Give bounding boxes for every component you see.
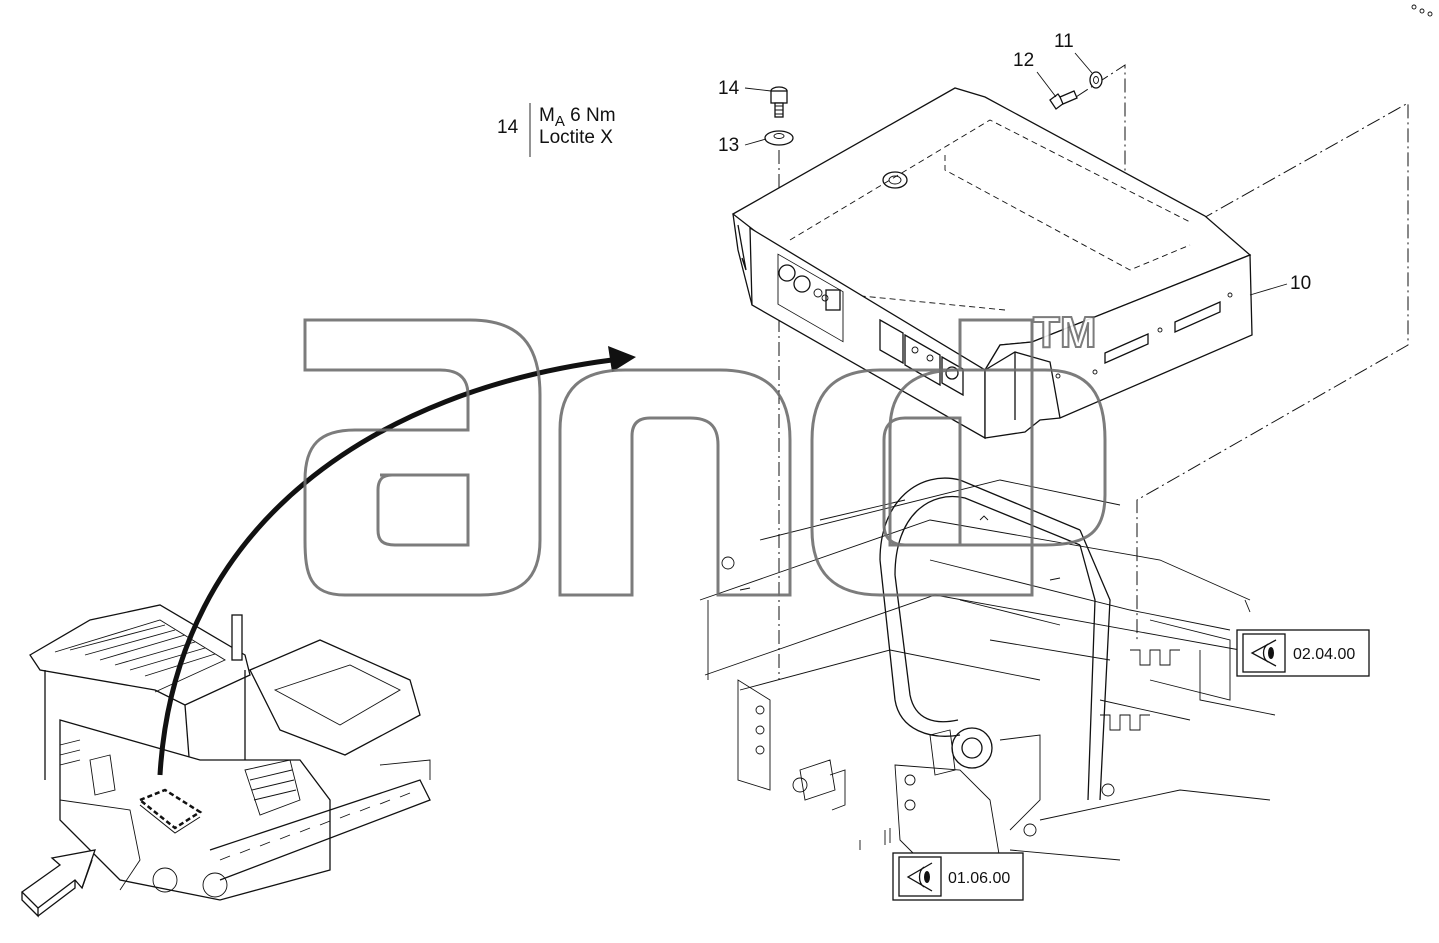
callout-leaders bbox=[744, 52, 1288, 296]
callout-11: 11 bbox=[1054, 31, 1074, 52]
washer-item-13 bbox=[764, 130, 794, 146]
callout-12: 12 bbox=[1013, 50, 1034, 71]
corner-mark bbox=[1411, 4, 1433, 17]
bolt-item-14 bbox=[770, 86, 788, 118]
callout-14: 14 bbox=[718, 78, 740, 99]
callout-13: 13 bbox=[718, 135, 739, 156]
view-ref-02-04-00[interactable]: 02.04.00 bbox=[1236, 629, 1370, 677]
control-box-assembly bbox=[731, 87, 1253, 440]
view-ref-label: 01.06.00 bbox=[948, 870, 1010, 887]
adhesive-spec: Loctite X bbox=[539, 127, 613, 148]
view-ref-label: 02.04.00 bbox=[1293, 646, 1355, 663]
view-direction-arrow bbox=[20, 849, 96, 918]
torque-spec: MA 6 Nm bbox=[539, 105, 616, 130]
eye-view-icon bbox=[1250, 639, 1277, 667]
watermark-logo: TM bbox=[303, 307, 1107, 597]
washer-item-11 bbox=[1089, 71, 1103, 89]
eye-view-icon bbox=[906, 862, 933, 892]
torque-note-item: 14 bbox=[497, 117, 519, 138]
watermark-trademark: TM bbox=[1033, 308, 1097, 357]
machine-frame-drawing bbox=[699, 477, 1276, 861]
view-ref-01-06-00[interactable]: 01.06.00 bbox=[892, 852, 1024, 901]
callout-10: 10 bbox=[1290, 273, 1311, 294]
torque-note: 14 MA 6 Nm Loctite X bbox=[497, 103, 616, 157]
